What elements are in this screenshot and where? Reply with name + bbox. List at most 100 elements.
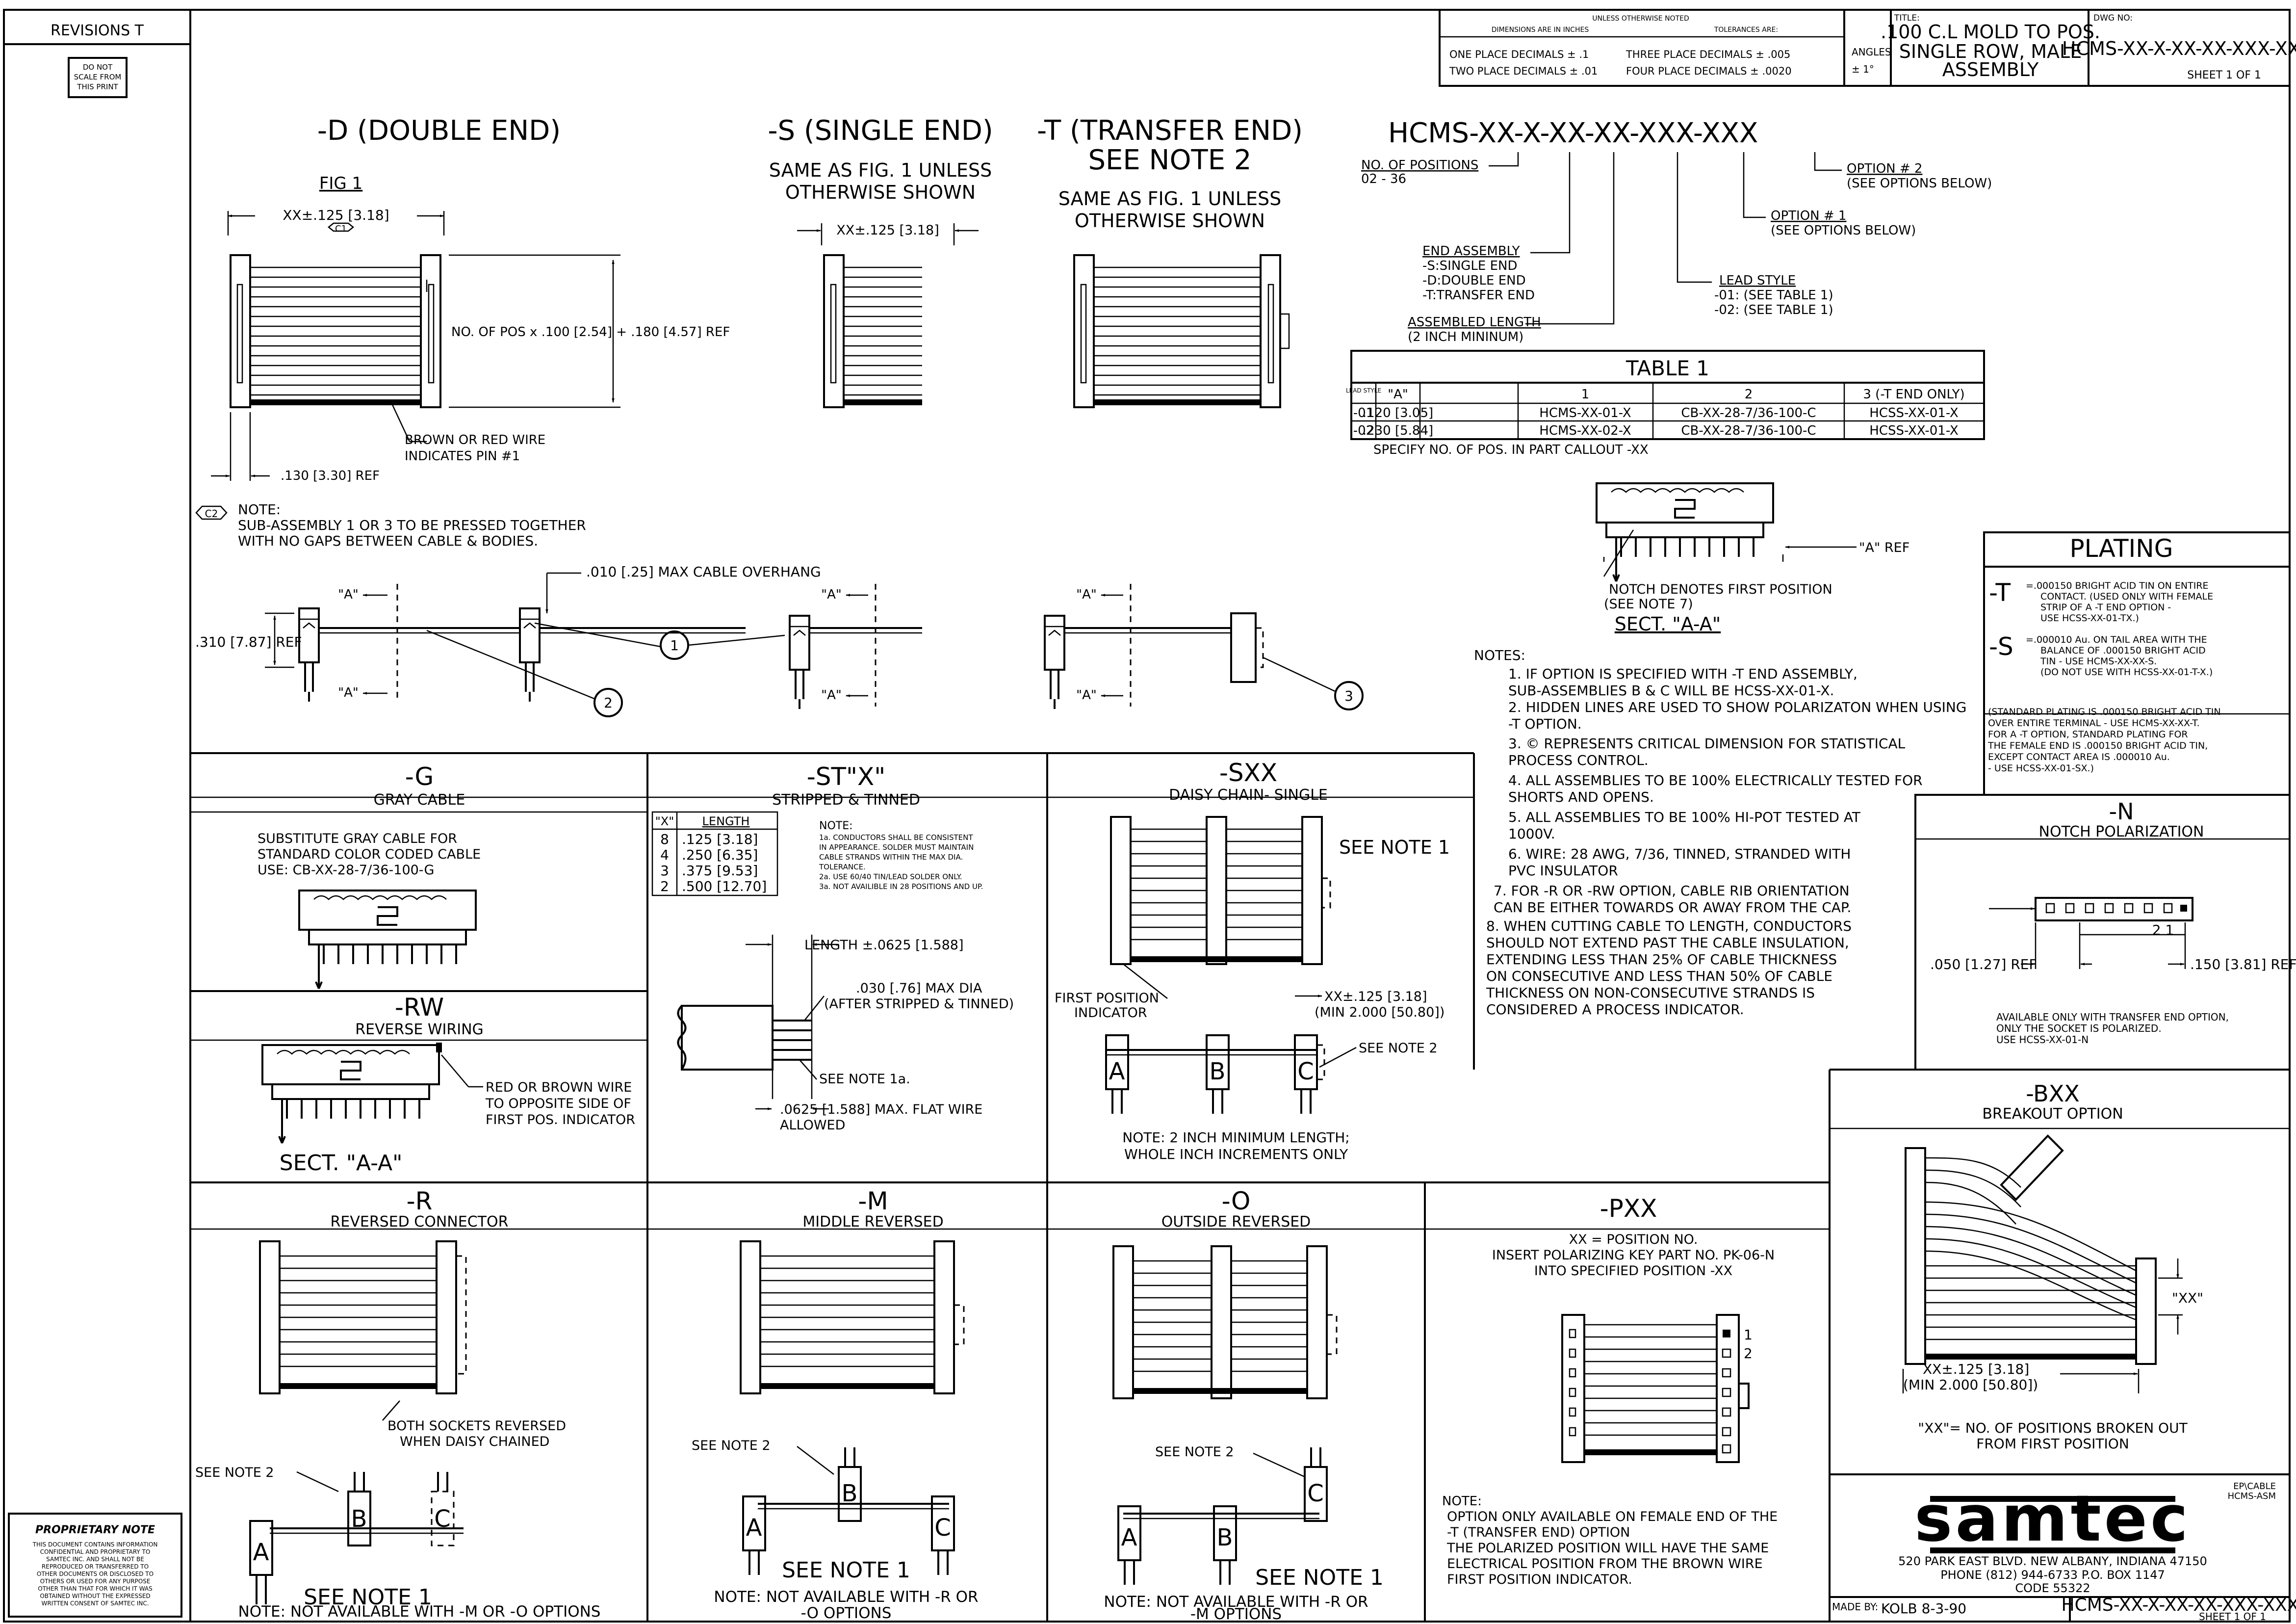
st-note-line: 3a. NOT AVAILIBLE IN 28 POSITIONS AND UP… bbox=[819, 882, 983, 891]
note-line: ON CONSECUTIVE AND LESS THAN 50% OF CABL… bbox=[1486, 968, 1832, 984]
plating-std-line: OVER ENTIRE TERMINAL - USE HCMS-XX-XX-T. bbox=[1988, 718, 2200, 729]
made-by-label: MADE BY: bbox=[1832, 1601, 1878, 1613]
note-line: PVC INSULATOR bbox=[1508, 863, 1618, 879]
r-label-b: B bbox=[351, 1505, 367, 1533]
title-line: SINGLE ROW, MALE bbox=[1899, 41, 2082, 62]
fig-t-title: -T (TRANSFER END) bbox=[1037, 115, 1303, 147]
notch-note: NOTCH DENOTES FIRST POSITION bbox=[1609, 582, 1832, 597]
option-2-note: (SEE OPTIONS BELOW) bbox=[1847, 176, 1992, 191]
opt-o-sub: OUTSIDE REVERSED bbox=[1161, 1213, 1311, 1231]
st-note-line: 1a. CONDUCTORS SHALL BE CONSISTENT bbox=[819, 833, 973, 842]
o-label-b: B bbox=[1217, 1524, 1233, 1551]
table-1-cell: .230 [5.84] bbox=[1363, 423, 1433, 438]
r-both: WHEN DAISY CHAINED bbox=[400, 1434, 549, 1449]
opt-n-dim1: .050 [1.27] REF bbox=[1930, 956, 2037, 972]
opt-r-sub: REVERSED CONNECTOR bbox=[331, 1213, 509, 1231]
note-line: PROCESS CONTROL. bbox=[1508, 752, 1649, 768]
c2-note-line: SUB-ASSEMBLY 1 OR 3 TO BE PRESSED TOGETH… bbox=[238, 517, 586, 533]
tolerances-are: TOLERANCES ARE: bbox=[1714, 26, 1778, 34]
table-1-header: 2 bbox=[1745, 387, 1753, 402]
table-1-footnote: SPECIFY NO. OF POS. IN PART CALLOUT -XX bbox=[1373, 443, 1649, 457]
sxx-see1: SEE NOTE 1 bbox=[1339, 837, 1450, 858]
note-line: 7. FOR -R OR -RW OPTION, CABLE RIB ORIEN… bbox=[1494, 883, 1850, 899]
plating-s-line: TIN - USE HCMS-XX-XX-S. bbox=[2040, 656, 2157, 667]
plating-t-line: STRIP OF A -T END OPTION - bbox=[2040, 602, 2171, 613]
plating-t-line: CONTACT. (USED ONLY WITH FEMALE bbox=[2040, 591, 2213, 602]
samtec-dwg: HCMS-XX-X-XX-XX-XXX-XXX bbox=[2062, 1595, 2296, 1615]
opt-g-line: SUBSTITUTE GRAY CABLE FOR bbox=[258, 831, 457, 846]
o-note: NOTE: NOT AVAILABLE WITH -R OR bbox=[1104, 1593, 1368, 1611]
balloon-1: 1 bbox=[670, 637, 679, 654]
option-1-note: (SEE OPTIONS BELOW) bbox=[1771, 223, 1916, 238]
sxx-label-a: A bbox=[1109, 1058, 1125, 1085]
st-header: LENGTH bbox=[702, 814, 750, 828]
note-line: 4. ALL ASSEMBLIES TO BE 100% ELECTRICALL… bbox=[1508, 772, 1923, 788]
lead-style-label: LEAD STYLE bbox=[1719, 273, 1796, 288]
r-note: NOTE: NOT AVAILABLE WITH -M OR -O OPTION… bbox=[238, 1603, 601, 1621]
st-dia: (AFTER STRIPPED & TINNED) bbox=[824, 996, 1014, 1012]
a-label: "A" bbox=[1076, 688, 1097, 703]
c2-tag: C2 bbox=[205, 508, 218, 520]
bxx-dim: (MIN 2.000 [50.80]) bbox=[1903, 1377, 2038, 1393]
opt-n-title: -N bbox=[2109, 798, 2134, 825]
notes-title: NOTES: bbox=[1474, 647, 1525, 663]
plating-t-line: USE HCSS-XX-01-TX.) bbox=[2040, 613, 2139, 624]
note-line: 1. IF OPTION IS SPECIFIED WITH -T END AS… bbox=[1508, 666, 1857, 682]
samtec-address: PHONE (812) 944-6733 P.O. BOX 1147 bbox=[1940, 1568, 2165, 1582]
pin1-note: BROWN OR RED WIRE bbox=[405, 433, 545, 447]
r-label-a: A bbox=[253, 1539, 269, 1566]
fig-1-label: FIG 1 bbox=[319, 174, 362, 193]
general-notes: NOTES: 1. IF OPTION IS SPECIFIED WITH -T… bbox=[1474, 647, 1967, 1018]
st-see-1a: SEE NOTE 1a. bbox=[819, 1072, 910, 1087]
pxx-line: INTO SPECIFIED POSITION -XX bbox=[1534, 1263, 1732, 1279]
balloon-2: 2 bbox=[604, 695, 613, 711]
st-note-line: TOLERANCE. bbox=[819, 863, 866, 871]
dwg-label: DWG NO: bbox=[2093, 13, 2133, 23]
table-1-cell: .120 [3.05] bbox=[1363, 406, 1433, 420]
r-see1: SEE NOTE 1 bbox=[304, 1585, 432, 1610]
pxx-pos-1: 1 bbox=[1744, 1327, 1753, 1343]
option-g: -G GRAY CABLE SUBSTITUTE GRAY CABLE FOR … bbox=[190, 762, 647, 990]
pin1-note: INDICATES PIN #1 bbox=[405, 449, 520, 464]
proprietary-line: WRITTEN CONSENT OF SAMTEC INC. bbox=[41, 1600, 149, 1607]
fig-single-end: -S (SINGLE END) SAME AS FIG. 1 UNLESS OT… bbox=[768, 115, 993, 407]
opt-m-title: -M bbox=[858, 1187, 888, 1215]
notch-note: (SEE NOTE 7) bbox=[1604, 597, 1693, 612]
proprietary-line: OTHER THAN THAT FOR WHICH IT WAS bbox=[38, 1585, 153, 1592]
opt-rw-sect: SECT. "A-A" bbox=[280, 1151, 403, 1176]
angles-label: ANGLES bbox=[1852, 46, 1891, 58]
end-assembly-option: -T:TRANSFER END bbox=[1422, 288, 1535, 303]
overhang-dim: .010 [.25] MAX CABLE OVERHANG bbox=[586, 564, 821, 580]
pxx-note: NOTE: bbox=[1442, 1494, 1482, 1509]
note-line: SHOULD NOT EXTEND PAST THE CABLE INSULAT… bbox=[1486, 935, 1849, 951]
opt-n-note: ONLY THE SOCKET IS POLARIZED. bbox=[1996, 1022, 2162, 1034]
note-line: 3. © REPRESENTS CRITICAL DIMENSION FOR S… bbox=[1508, 735, 1906, 752]
sxx-note: NOTE: 2 INCH MINIMUM LENGTH; bbox=[1122, 1129, 1349, 1146]
two-place-tol: TWO PLACE DECIMALS ± .01 bbox=[1449, 65, 1598, 77]
o-see1: SEE NOTE 1 bbox=[1255, 1565, 1384, 1590]
title-line: .100 C.L MOLD TO POS. bbox=[1881, 21, 2100, 43]
option-o: -O OUTSIDE REVERSED SEE NOTE 2 A B C SEE… bbox=[1104, 1187, 1383, 1623]
lead-style-option: -01: (SEE TABLE 1) bbox=[1714, 288, 1833, 303]
st-note-line: 2a. USE 60/40 TIN/LEAD SOLDER ONLY. bbox=[819, 872, 962, 881]
samtec-sheet: SHEET 1 OF 1 bbox=[2199, 1611, 2266, 1623]
samtec-address: CODE 55322 bbox=[2015, 1581, 2090, 1595]
note-line: 1000V. bbox=[1508, 826, 1555, 842]
balloon-3: 3 bbox=[1344, 688, 1353, 704]
samtec-address: 520 PARK EAST BLVD. NEW ALBANY, INDIANA … bbox=[1898, 1554, 2207, 1568]
plating-t-line: =.000150 BRIGHT ACID TIN ON ENTIRE bbox=[2026, 580, 2209, 591]
pxx-note: ELECTRICAL POSITION FROM THE BROWN WIRE bbox=[1447, 1556, 1763, 1572]
ref-310: .310 [7.87] REF bbox=[195, 634, 302, 650]
samtec-tag: EP\CABLE bbox=[2233, 1481, 2276, 1492]
table-1-header: 1 bbox=[1581, 387, 1590, 402]
c2-note-line: WITH NO GAPS BETWEEN CABLE & BODIES. bbox=[238, 533, 538, 549]
fig-double-end: -D (DOUBLE END) FIG 1 XX±.125 [3.18] C1 … bbox=[211, 115, 730, 483]
table-1-cell: HCMS-XX-01-X bbox=[1539, 406, 1631, 420]
title-block: UNLESS OTHERWISE NOTED DIMENSIONS ARE IN… bbox=[1439, 9, 2296, 87]
st-cell: .250 [6.35] bbox=[682, 847, 758, 863]
proprietary-line: OTHER DOCUMENTS OR DISCLOSED TO bbox=[37, 1571, 154, 1577]
opt-n-pins: 2 1 bbox=[2152, 922, 2174, 938]
fig-s-title: -S (SINGLE END) bbox=[768, 115, 993, 147]
o-label-a: A bbox=[1121, 1524, 1137, 1551]
option-1-label: OPTION # 1 bbox=[1771, 209, 1846, 223]
